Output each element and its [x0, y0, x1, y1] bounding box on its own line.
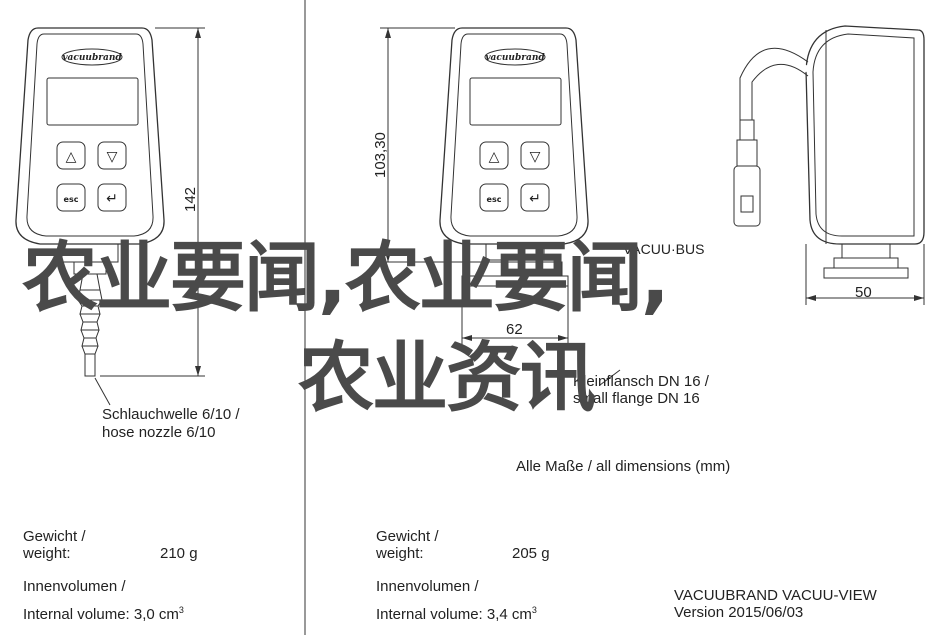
height-dimension-mid: 103,30: [372, 132, 389, 178]
left-height-dimension: [100, 27, 205, 377]
overlay-subheadline: 农业资讯: [298, 333, 596, 422]
volume-title-left: Innenvolumen /: [23, 578, 126, 595]
weight-value-left: 210 g: [160, 545, 198, 562]
volume-title-mid: Innenvolumen /: [376, 578, 479, 595]
right-device-side: [733, 25, 925, 279]
product-name: VACUUBRAND VACUU-VIEW: [674, 587, 877, 604]
middle-width-dimension: [461, 286, 569, 345]
weight-title-left: Gewicht /: [23, 528, 86, 545]
esc-button-mid: esc: [487, 195, 502, 204]
down-button-mid: ▽: [530, 149, 541, 165]
left-device: [15, 27, 165, 406]
enter-button-left: ↵: [106, 191, 118, 207]
weight-label-left: weight:: [23, 545, 71, 562]
width-dimension-mid: 62: [506, 321, 523, 338]
up-button-left: △: [66, 149, 77, 165]
overlay-headline: 农业要闻,农业要闻,: [22, 233, 670, 322]
height-dimension-left: 142: [182, 187, 199, 212]
product-version: Version 2015/06/03: [674, 604, 804, 621]
middle-device: [439, 27, 621, 386]
middle-height-dimension: [380, 27, 465, 263]
weight-title-mid: Gewicht /: [376, 528, 439, 545]
width-dimension-right: 50: [855, 284, 872, 301]
hose-nozzle-label-en: hose nozzle 6/10: [102, 424, 216, 441]
right-width-dimension: [805, 244, 925, 305]
all-dimensions-note: Alle Maße / all dimensions (mm): [516, 458, 731, 475]
flange-label-en: small flange DN 16: [573, 390, 700, 407]
volume-label-left: Internal volume: 3,0 cm3: [23, 605, 184, 623]
up-button-mid: △: [489, 149, 500, 165]
volume-label-mid: Internal volume: 3,4 cm3: [376, 605, 537, 623]
brand-logo-mid: vacuubrand: [485, 53, 545, 63]
brand-logo-left: vacuubrand: [62, 53, 122, 63]
esc-button-left: esc: [64, 195, 79, 204]
enter-button-mid: ↵: [529, 191, 541, 207]
vacuu-bus-label: VACUU·BUS: [623, 241, 704, 257]
weight-value-mid: 205 g: [512, 545, 550, 562]
flange-label-de: Kleinflansch DN 16 /: [573, 373, 709, 390]
weight-label-mid: weight:: [376, 545, 424, 562]
hose-nozzle-label-de: Schlauchwelle 6/10 /: [102, 406, 240, 423]
down-button-left: ▽: [107, 149, 118, 165]
